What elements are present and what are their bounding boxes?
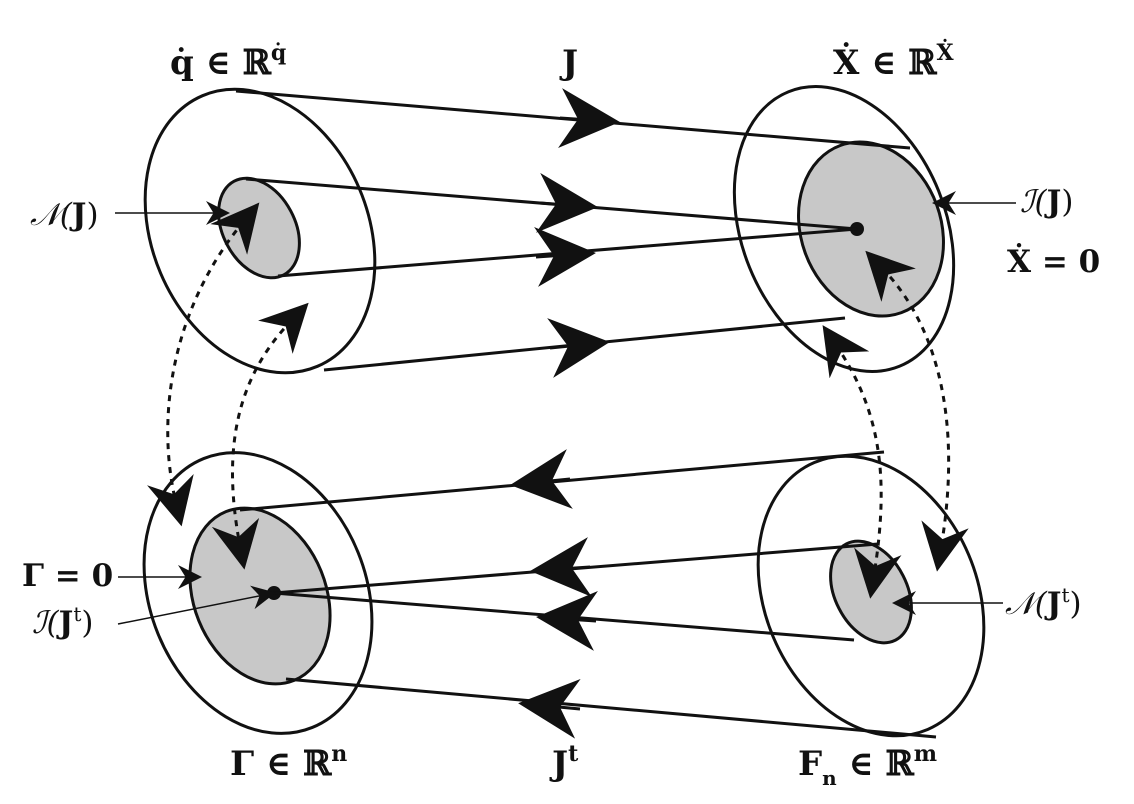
null-jt-label: 𝒩(Jt) bbox=[1005, 583, 1082, 622]
top-mapping-lines bbox=[235, 88, 911, 378]
f-space-group bbox=[756, 454, 986, 738]
map-bottom-label: Jt bbox=[549, 741, 579, 784]
image-jt-pointer bbox=[117, 585, 276, 625]
top-outer-lower-arrow bbox=[547, 318, 610, 378]
bottom-outer-lower-line bbox=[285, 677, 937, 739]
f-space-label: Fn ∈ ℝm bbox=[798, 741, 937, 790]
dashed-correspondences bbox=[147, 202, 969, 599]
bottom-mapping-lines bbox=[239, 449, 937, 739]
xdot-zero-label: Ẋ = 0 bbox=[1007, 242, 1100, 280]
top-null-lower-arrow bbox=[534, 227, 596, 287]
label-pointers bbox=[115, 191, 1016, 625]
left-outer-dashed-link bbox=[147, 202, 260, 527]
gamma-zero-label: Γ = 0 bbox=[22, 558, 113, 594]
map-top-label: J bbox=[559, 43, 578, 83]
x-space-label: Ẋ ∈ ℝẊ bbox=[833, 38, 955, 83]
bottom-null-lower-arrow bbox=[536, 591, 598, 651]
q-space-group bbox=[143, 87, 377, 375]
top-outer-lower-line bbox=[323, 316, 846, 372]
bottom-outer-lower-arrow bbox=[518, 678, 581, 739]
bottom-outer-upper-arrow bbox=[510, 449, 573, 509]
right-outer-dashed-link bbox=[865, 250, 969, 572]
x-space-image-ellipse bbox=[797, 140, 945, 318]
gamma-space-label: Γ ∈ ℝn bbox=[230, 741, 347, 784]
top-outer-upper-arrow bbox=[558, 88, 620, 148]
gamma-space-group bbox=[142, 451, 374, 735]
left-inner-dashed-link bbox=[211, 302, 309, 570]
diagram-labels: q̇ ∈ ℝq̇ J Ẋ ∈ ℝẊ 𝒩(J) ℐ(J) Ẋ = 0 Γ = 0 … bbox=[22, 38, 1100, 790]
top-null-upper-arrow bbox=[535, 172, 598, 233]
image-j-label: ℐ(J) bbox=[1020, 184, 1073, 220]
null-j-label: 𝒩(J) bbox=[30, 197, 99, 233]
bottom-null-upper-arrow bbox=[530, 537, 592, 597]
image-jt-label: ℐ(Jt) bbox=[32, 602, 93, 641]
top-null-lower-line bbox=[277, 227, 858, 278]
q-space-label: q̇ ∈ ℝq̇ bbox=[170, 40, 286, 83]
